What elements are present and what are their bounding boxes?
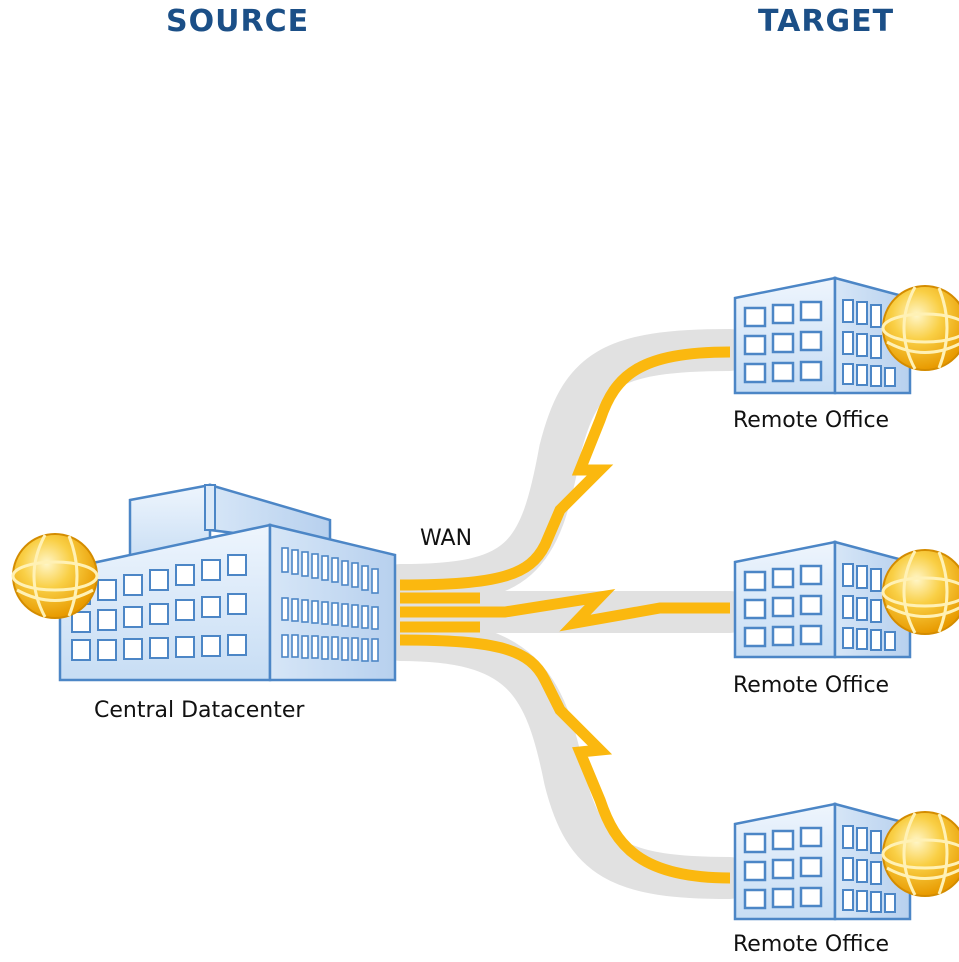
remote-office-1-label: Remote Office (733, 408, 890, 433)
wan-label: WAN (420, 526, 473, 551)
link-to-remote-office-3 (399, 634, 731, 884)
remote-office-2-label: Remote Office (733, 673, 890, 698)
remote-office-2-globe-icon (881, 548, 959, 636)
central-datacenter-label: Central Datacenter (94, 698, 305, 723)
source-heading: SOURCE (166, 4, 310, 39)
link-to-remote-office-1 (399, 346, 731, 591)
remote-office-3-globe-icon (881, 810, 959, 898)
wan-bundle (400, 592, 480, 633)
link-to-remote-office-2 (400, 589, 730, 632)
wan-links (399, 346, 731, 884)
remote-office-3-label: Remote Office (733, 932, 890, 957)
central-datacenter-building (58, 483, 397, 682)
target-heading: TARGET (758, 4, 895, 39)
remote-office-1-globe-icon (881, 284, 959, 372)
central-globe-icon (11, 532, 99, 620)
